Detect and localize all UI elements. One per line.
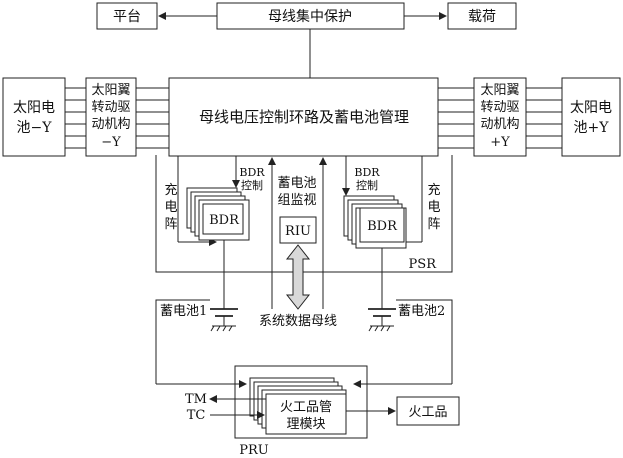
battery-right-rail (396, 299, 453, 384)
bdr-ctrl-left-2: 控制 (241, 178, 263, 192)
pyro-label: 火工品 (408, 405, 447, 420)
charge-array-right-2: 电 (427, 200, 440, 215)
drive-left-line3: 动机构 (91, 117, 130, 132)
drive-right-line4: +Y (490, 135, 510, 150)
bdr-ctrl-right-2: 控制 (356, 178, 378, 192)
system-bus-label: 系统数据母线 (259, 314, 337, 329)
solar-right-line1: 太阳电 (570, 100, 612, 116)
system-bus-double-arrow (285, 244, 311, 310)
platform-label: 平台 (113, 9, 141, 25)
battery-monitor-line1: 蓄电池 (277, 176, 316, 191)
charge-array-left-1: 充 (164, 182, 177, 198)
solar-array-right (561, 77, 621, 157)
battery-left-rail (155, 299, 210, 384)
solar-left-line1: 太阳电 (13, 100, 55, 116)
bdr-stack-right (343, 195, 407, 249)
tm-label: TM (185, 392, 207, 407)
battery-monitor-line2: 组监视 (277, 193, 316, 208)
bdr-ctrl-right-1: BDR (354, 166, 380, 179)
pyro-mgmt-line2: 理模块 (286, 417, 325, 432)
solar-array-left (2, 77, 66, 157)
drive-right-line3: 动机构 (480, 117, 519, 132)
pyro-box (396, 396, 460, 426)
battery-1-label: 蓄电池1 (160, 304, 207, 319)
solar-right-line2: 池+Y (574, 120, 610, 136)
bus-protection-label: 母线集中保护 (268, 8, 352, 25)
charge-array-right-3: 阵 (427, 217, 440, 232)
drive-right-line1: 太阳翼 (480, 83, 519, 98)
riu-box (279, 216, 317, 244)
tc-label: TC (187, 408, 206, 423)
bdr-stack-left (186, 187, 250, 241)
riu-label: RIU (285, 224, 311, 239)
pyro-mgmt-stack (249, 377, 347, 435)
drive-mechanism-right (473, 77, 527, 157)
main-control-label: 母线电压控制环路及蓄电池管理 (199, 108, 409, 126)
bdr-left-label: BDR (209, 213, 240, 228)
drive-left-line4: −Y (101, 135, 121, 150)
load-label: 载荷 (468, 9, 496, 25)
psr-outline (155, 155, 453, 273)
psr-label: PSR (409, 257, 438, 272)
drive-left-line2: 转动驱 (91, 100, 130, 115)
pru-label: PRU (239, 443, 269, 458)
charge-array-left-3: 阵 (164, 217, 177, 232)
battery-2-symbol (368, 308, 396, 332)
load-box (447, 2, 517, 30)
pru-outline (234, 365, 368, 439)
drive-left-line1: 太阳翼 (91, 83, 130, 98)
battery-1-symbol (210, 308, 238, 332)
charge-array-left-2: 电 (164, 200, 177, 215)
main-control-box (168, 77, 439, 157)
bus-protection-box (216, 2, 405, 30)
solar-left-line2: 池−Y (17, 120, 53, 136)
battery-2-label: 蓄电池2 (398, 304, 445, 319)
bdr-ctrl-left-1: BDR (239, 166, 265, 179)
drive-mechanism-left (85, 77, 137, 157)
platform-box (96, 2, 158, 30)
bdr-right-label: BDR (367, 219, 398, 234)
pyro-mgmt-line1: 火工品管 (280, 400, 332, 415)
harness-left (65, 87, 169, 149)
charge-array-right-1: 充 (427, 182, 440, 198)
drive-right-line2: 转动驱 (480, 100, 519, 115)
harness-right (438, 87, 562, 149)
